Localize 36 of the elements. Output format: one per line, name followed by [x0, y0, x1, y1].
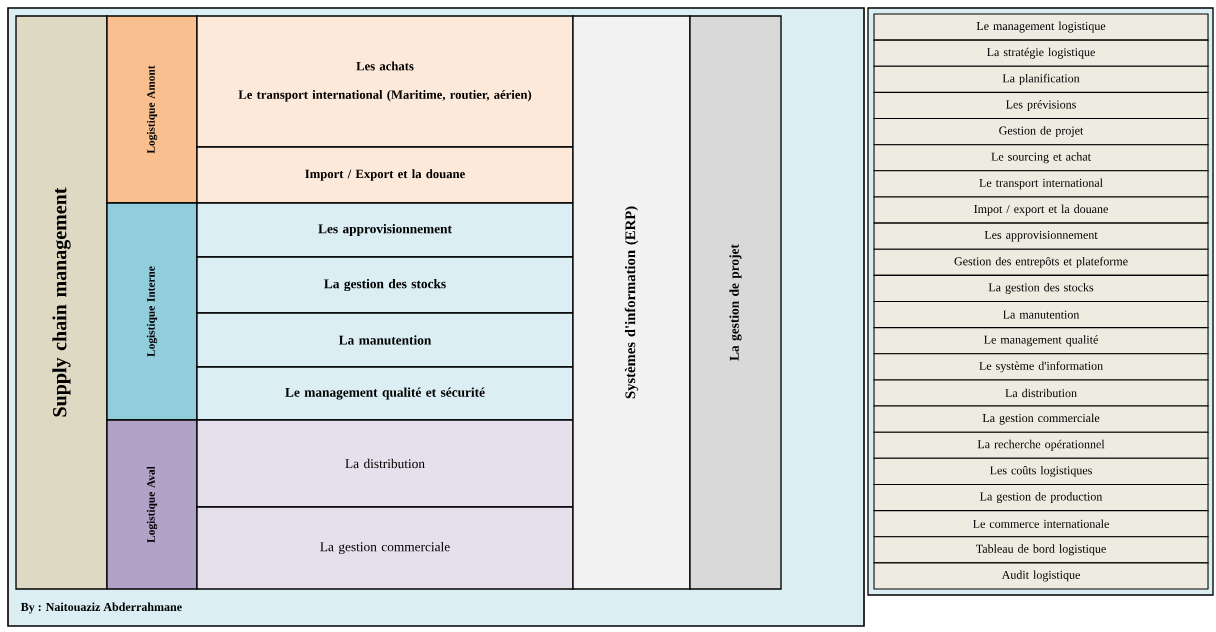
list-item: Les coûts logistiques	[873, 457, 1209, 485]
list-item: Les approvisionnement	[873, 222, 1209, 250]
list-item: La gestion de production	[873, 483, 1209, 512]
list-item: La gestion des stocks	[873, 274, 1209, 303]
table-cell: La distribution	[196, 419, 574, 508]
table-cell: La gestion commerciale	[196, 506, 574, 590]
list-item: Impot / export et la douane	[873, 196, 1209, 224]
category-column: Supply chain management	[15, 15, 108, 590]
list-item: La manutention	[873, 300, 1209, 329]
category-column: Logistique Interne	[106, 202, 198, 421]
category-column: Logistique Aval	[106, 419, 198, 590]
list-item: Le système d'information	[873, 353, 1209, 381]
list-item: Le management logistique	[873, 13, 1209, 41]
table-cell: La manutention	[196, 312, 574, 368]
list-item: Audit logistique	[873, 562, 1209, 590]
list-item: Le commerce internationale	[873, 510, 1209, 538]
list-item: Les prévisions	[873, 91, 1209, 120]
table-cell: Les approvisionnement	[196, 202, 574, 258]
category-column: La gestion de projet	[689, 15, 782, 590]
list-item: La distribution	[873, 379, 1209, 407]
list-item: Le transport international	[873, 170, 1209, 198]
list-item: Tableau de bord logistique	[873, 536, 1209, 564]
list-item: Gestion des entrepôts et plateforme	[873, 248, 1209, 276]
table-cell: La gestion des stocks	[196, 256, 574, 314]
list-item: La gestion commerciale	[873, 405, 1209, 433]
list-item: La stratégie logistique	[873, 39, 1209, 67]
table-cell: Import / Export et la douane	[196, 146, 574, 204]
list-item: Le management qualité	[873, 327, 1209, 355]
list-item: La recherche opérationnel	[873, 431, 1209, 459]
list-item: Le sourcing et achat	[873, 144, 1209, 172]
table-cell: Le management qualité et sécurité	[196, 366, 574, 421]
author-note: By : Naitouaziz Abderrahmane	[20, 602, 182, 614]
category-column: Systèmes d'information (ERP)	[572, 15, 691, 590]
list-item: Gestion de projet	[873, 118, 1209, 146]
list-item: La planification	[873, 65, 1209, 93]
category-column: Logistique Amont	[106, 15, 198, 204]
